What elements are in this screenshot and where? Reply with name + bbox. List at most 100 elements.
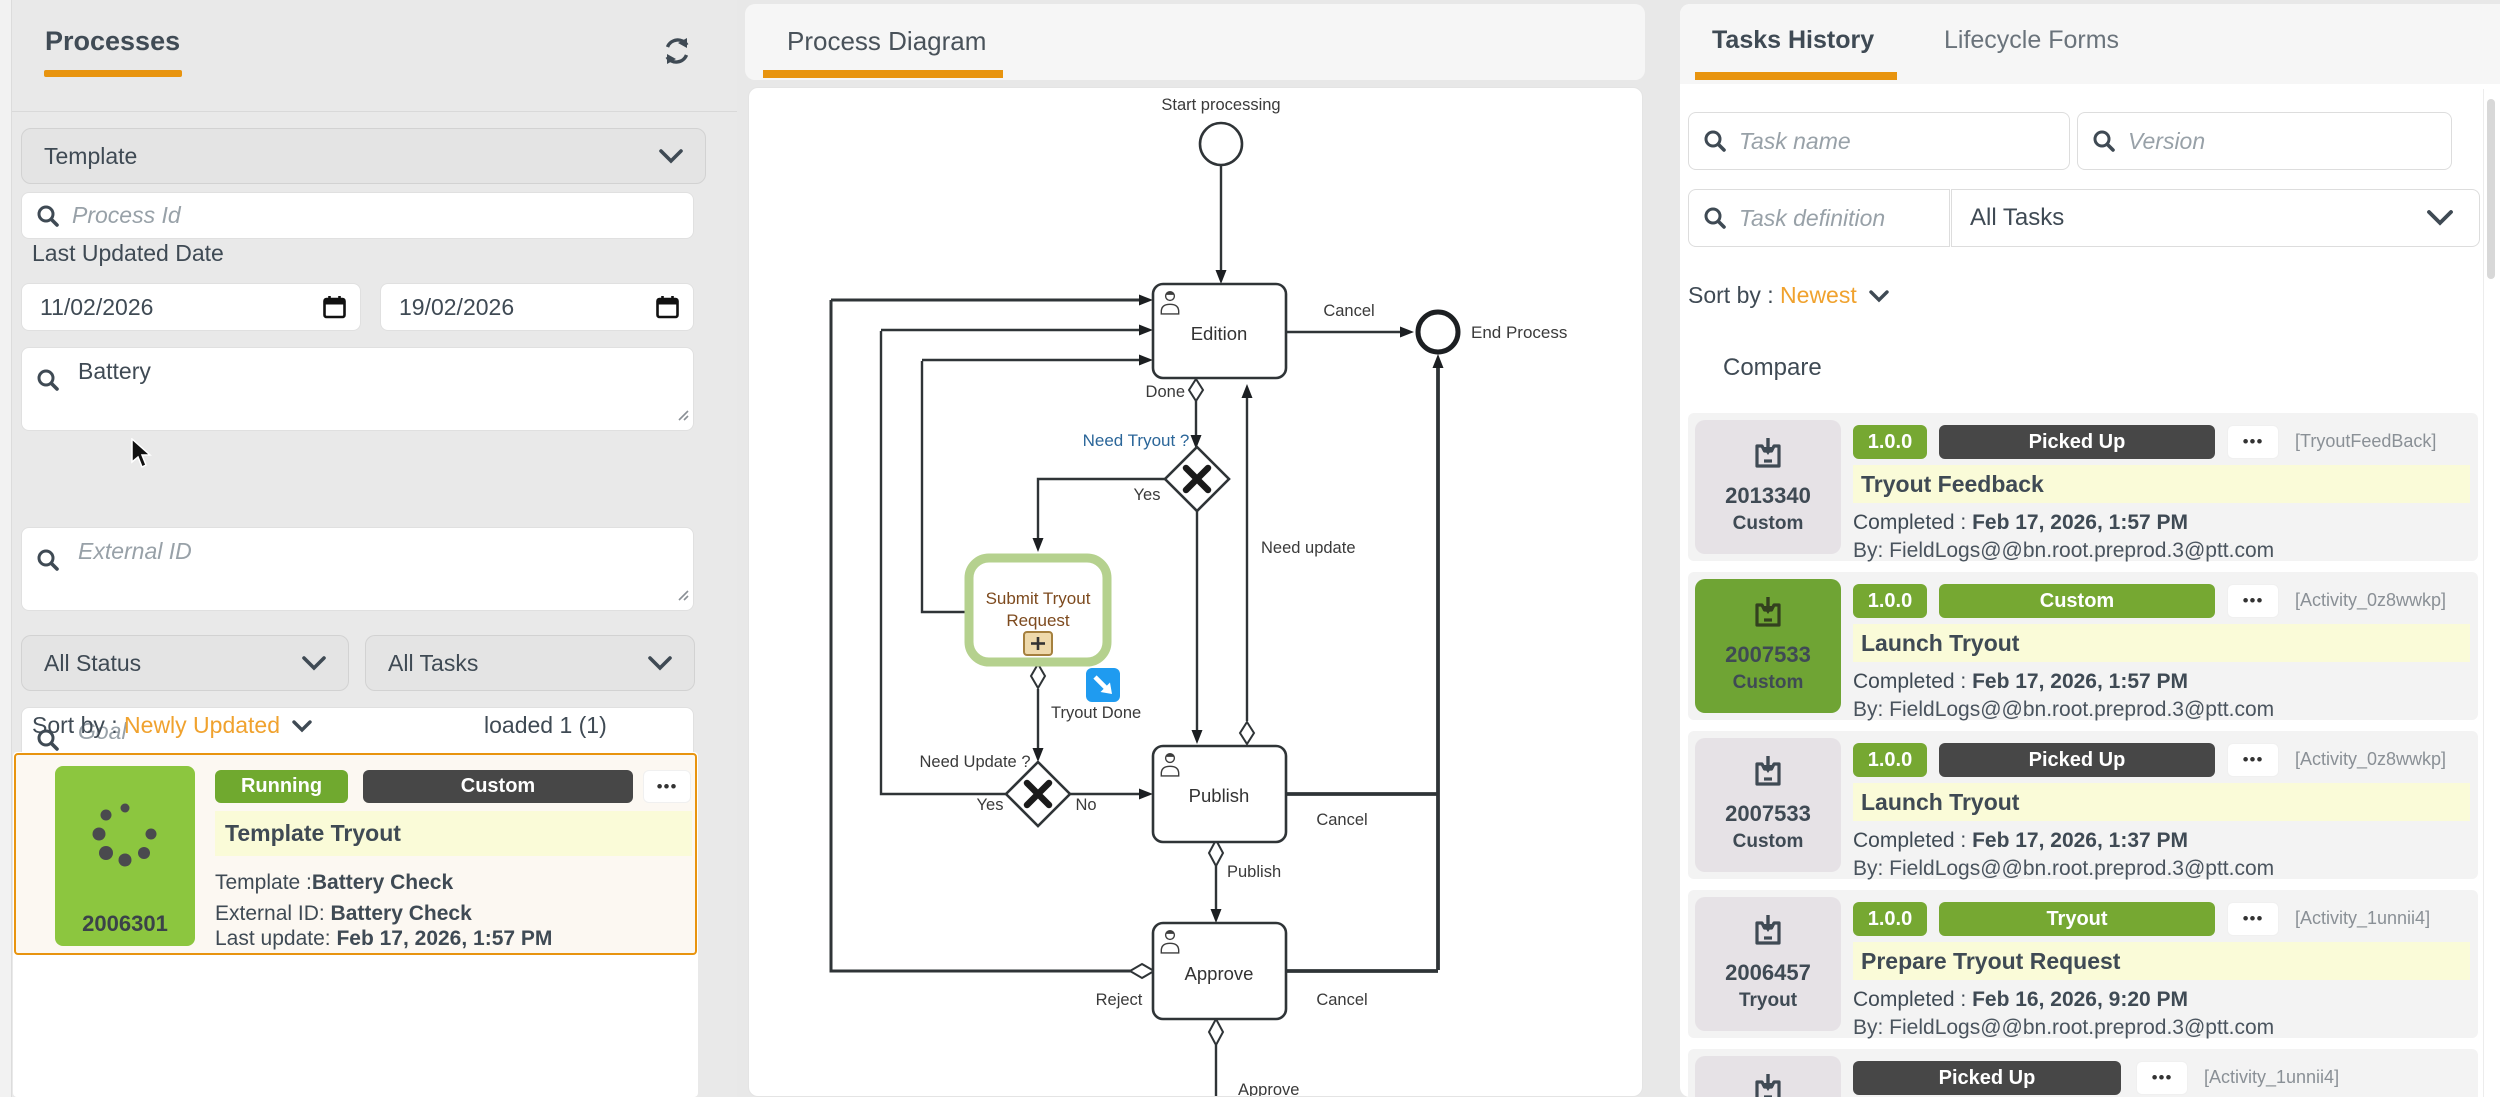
ellipsis-menu-button[interactable] [643,770,691,803]
task-tile[interactable]: 2007533 Custom [1695,738,1841,872]
need-tryout-label: Need Tryout ? [1083,431,1190,450]
sort-by-control[interactable]: Sort by : Newly Updated [32,712,313,739]
ellipsis-menu-button[interactable] [2136,1061,2188,1095]
yes-tryout-label: Yes [1134,486,1161,504]
scrollbar-thumb[interactable] [2487,99,2495,279]
date-to-field[interactable] [380,283,694,331]
activity-ref: [TryoutFeedBack] [2295,431,2437,451]
task-tile[interactable]: 2007533 Custom [1695,579,1841,713]
process-tile[interactable]: 2006301 [55,766,195,946]
process-id-input[interactable] [72,202,693,229]
task-title: Launch Tryout [1853,783,2470,821]
task-card[interactable]: 2013340 Custom 1.0.0 Picked Up [TryoutFe… [1688,413,2478,562]
drill-down-arrow-icon[interactable] [1086,668,1120,702]
external-id-field[interactable] [21,527,694,611]
calendar-icon[interactable] [656,295,679,319]
loaded-count: loaded 1 (1) [484,712,607,738]
archive-tray-icon [1755,756,1781,786]
completed-value: Feb 17, 2026, 1:37 PM [1972,829,2189,852]
task-name-field[interactable] [1688,112,2070,170]
tab-tasks-history[interactable]: Tasks History [1712,26,1875,54]
refresh-icon[interactable] [660,34,694,68]
task-card[interactable]: 2007533 Custom 1.0.0 Picked Up [Activity… [1688,731,2478,880]
publish-label: Publish [1189,785,1250,806]
status-badge: Custom [1939,584,2215,618]
end-event-node[interactable] [1415,309,1461,355]
sort-by-value[interactable]: Newly Updated [124,712,281,738]
task-id: 2007533 [1725,801,1811,826]
version-field[interactable] [2077,112,2452,170]
tasks-dropdown[interactable]: All Tasks [365,635,695,691]
ellipsis-menu-button[interactable] [2227,425,2279,459]
yes-update-label: Yes [977,796,1004,814]
diagram-title: Process Diagram [787,26,987,56]
tasks-filter-label: All Tasks [1970,204,2065,231]
tab-lifecycle-forms[interactable]: Lifecycle Forms [1944,26,2120,54]
date-from-field[interactable] [21,283,361,331]
external-id-input[interactable] [78,538,678,600]
last-updated-label: Last Updated Date [32,240,224,266]
task-card[interactable]: Picked Up [Activity_1unnii4] [1688,1049,2478,1097]
ellipsis-menu-button[interactable] [2227,584,2279,618]
status-dropdown[interactable]: All Status [21,635,349,691]
need-tryout-gateway-node[interactable] [1163,445,1231,513]
template-value: Battery Check [311,871,454,894]
diagram-title-underline [763,70,1003,78]
completed-label: Completed : [1853,511,1973,534]
archive-tray-icon [1755,597,1781,627]
task-card[interactable]: 2006457 Tryout 1.0.0 Tryout [Activity_1u… [1688,890,2478,1039]
no-update-label: No [1075,796,1096,814]
task-card[interactable]: 2007533 Custom 1.0.0 Custom [Activity_0z… [1688,572,2478,721]
battery-filter-input[interactable]: Battery [78,358,678,420]
tasks-sort-control[interactable]: Sort by : Newest [1688,282,1889,309]
template-label: Template : [215,871,312,894]
template-dropdown[interactable]: Template [21,128,706,184]
task-id: 2006457 [1725,960,1811,985]
task-tile[interactable] [1695,1056,1841,1097]
processes-panel: Processes Template Last Updated Date Bat… [12,0,737,1097]
version-input[interactable] [2128,127,2451,155]
task-completed-line: Completed : Feb 17, 2026, 1:57 PM [1853,511,2188,535]
archive-tray-icon [1755,1074,1781,1097]
date-from-input[interactable] [40,293,260,321]
ellipsis-menu-button[interactable] [2227,902,2279,936]
publish-edge-label: Publish [1227,863,1281,881]
sort-by-label: Sort by : [32,712,125,738]
publish-task-node[interactable] [1151,744,1288,844]
ellipsis-menu-button[interactable] [2227,743,2279,777]
compare-label[interactable]: Compare [1723,354,1822,381]
need-update-q-label: Need Update ? [920,753,1031,771]
processes-title-underline [44,70,182,77]
edition-task-node[interactable] [1151,282,1288,380]
chevron-down-icon [659,148,683,164]
tab-strip: Tasks History Lifecycle Forms [1680,4,2500,84]
task-definition-field[interactable] [1688,189,1950,247]
resize-grip-icon[interactable] [677,588,689,606]
task-id: 2007533 [1725,642,1811,667]
process-card[interactable]: 2006301 Running Custom Template Tryout T… [14,753,697,955]
task-name-input[interactable] [1739,127,2069,155]
task-definition-input[interactable] [1739,204,1949,232]
resize-grip-icon[interactable] [677,408,689,426]
need-update-gateway-node[interactable] [1004,760,1072,828]
calendar-icon[interactable] [323,295,346,319]
battery-filter-field[interactable]: Battery [21,347,694,431]
chevron-down-icon [648,655,672,671]
activity-ref: [Activity_0z8wwkp] [2295,590,2447,610]
tasks-filter-dropdown[interactable]: All Tasks [1951,189,2480,247]
task-tile[interactable]: 2006457 Tryout [1695,897,1841,1031]
diagram-header: Process Diagram [745,4,1645,80]
start-event-node[interactable] [1198,121,1244,167]
tasks-sort-value[interactable]: Newest [1780,282,1857,308]
date-to-input[interactable] [399,293,599,321]
approve-task-node[interactable] [1151,921,1288,1021]
task-tile[interactable]: 2013340 Custom [1695,420,1841,554]
process-id-field[interactable] [21,192,694,239]
external-value: Battery Check [330,902,472,925]
process-template-line: Template :Battery Check [215,871,453,895]
process-diagram-canvas[interactable]: Start processing Cancel End Process Done… [748,87,1643,1097]
submit-tryout-subprocess-node[interactable] [964,553,1112,667]
tasks-dropdown-label: All Tasks [388,649,479,676]
version-badge: 1.0.0 [1853,902,1927,936]
process-id: 2006301 [82,911,168,936]
